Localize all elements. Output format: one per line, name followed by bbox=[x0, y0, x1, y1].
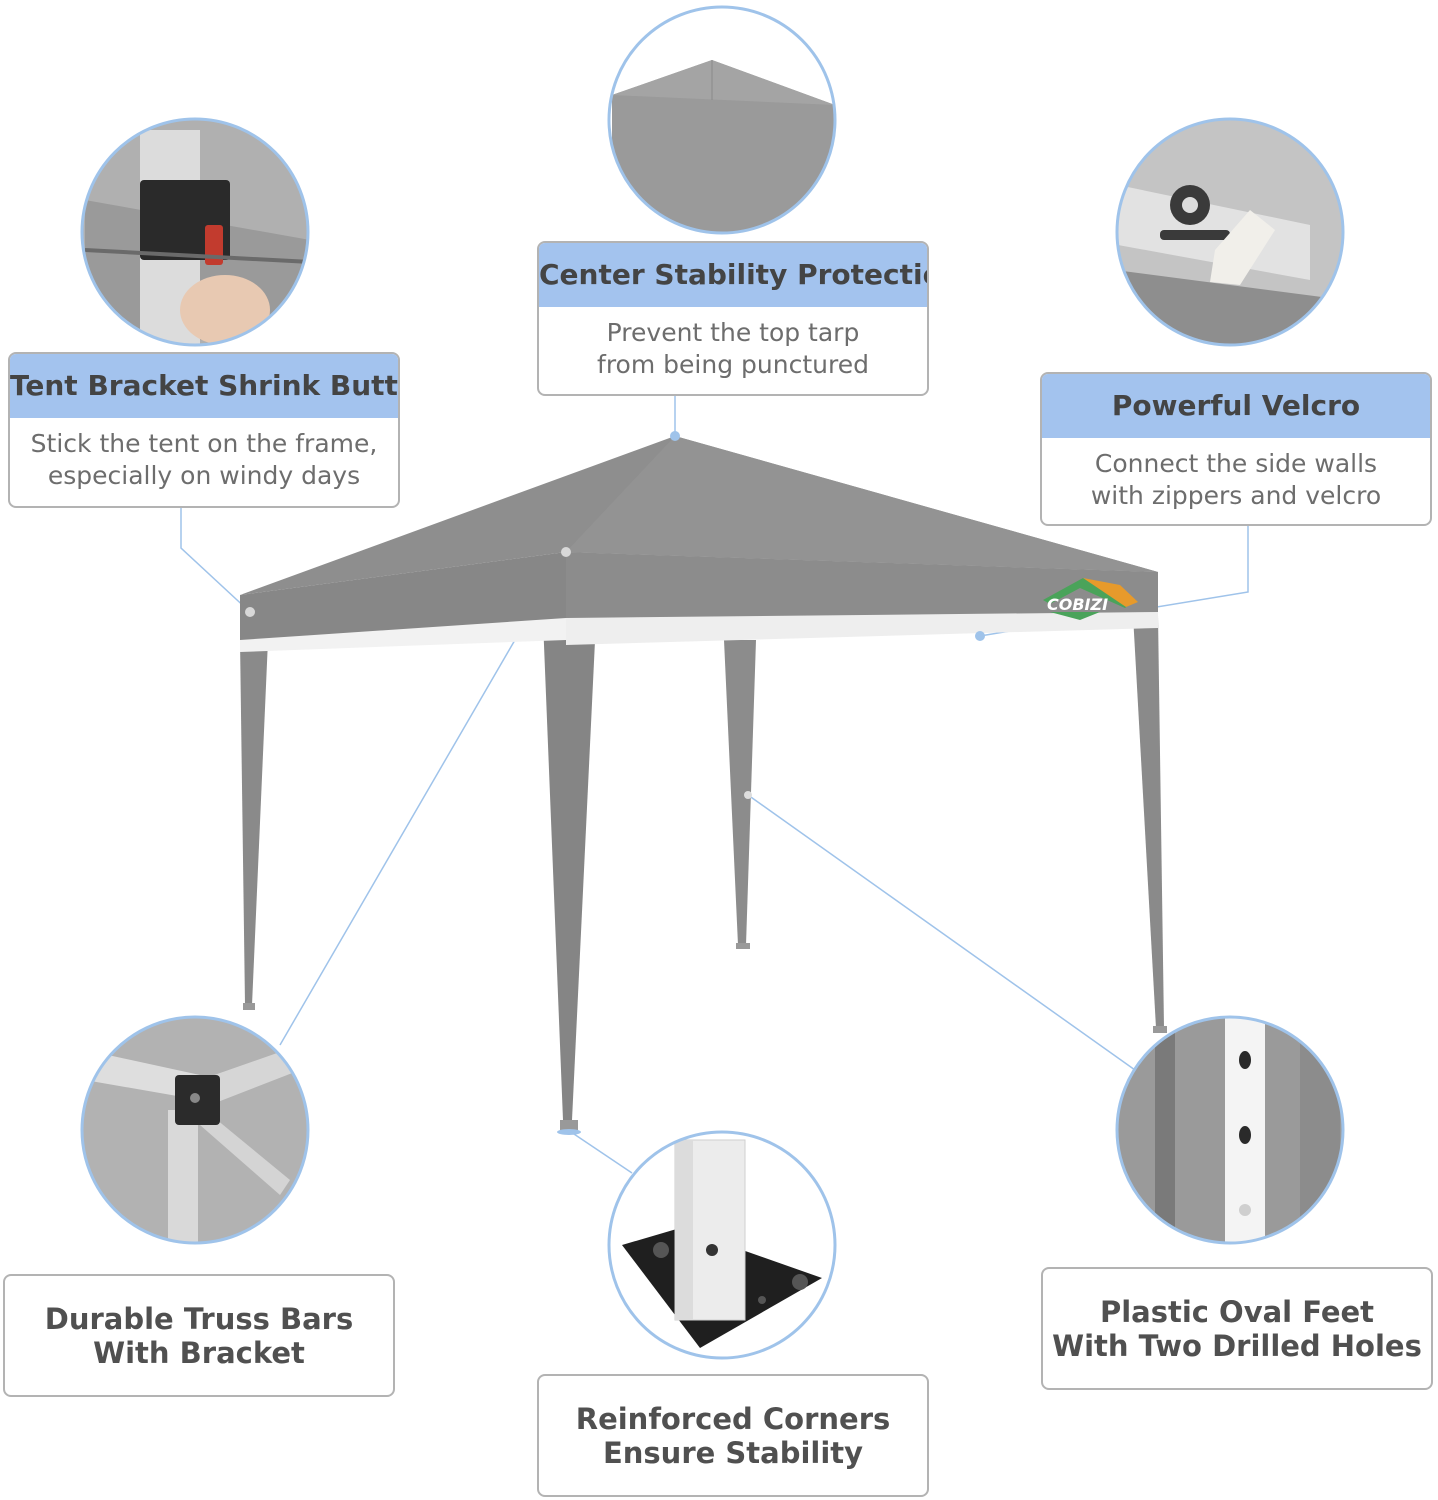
feature-label-line-1: Durable Truss Bars bbox=[44, 1301, 354, 1336]
feature-description-line-2: especially on windy days bbox=[47, 461, 361, 490]
leg-right bbox=[1133, 615, 1164, 1028]
leg-back-left bbox=[240, 640, 268, 1005]
feature-label-truss-bars: Durable Truss Bars With Bracket bbox=[3, 1274, 395, 1397]
brand-logo-text: COBIZI bbox=[1047, 595, 1108, 614]
feature-description-line-1: Stick the tent on the frame, bbox=[30, 429, 378, 458]
feature-title: Tent Bracket Shrink Button bbox=[10, 354, 398, 418]
feature-title: Powerful Velcro bbox=[1042, 374, 1430, 438]
feature-label-line-2: With Bracket bbox=[93, 1335, 305, 1370]
feature-card-center-stability: Center Stability Protection Prevent the … bbox=[537, 241, 929, 396]
canopy-tent bbox=[240, 431, 1167, 1135]
feature-label-line-1: Plastic Oval Feet bbox=[1099, 1294, 1375, 1329]
valance-front-left bbox=[240, 552, 566, 640]
detail-circle-corner-foot bbox=[609, 1132, 835, 1358]
detail-circle-top-tarp bbox=[609, 7, 835, 233]
feature-label-line-1: Reinforced Corners bbox=[575, 1401, 891, 1436]
valance-front-right bbox=[566, 552, 1158, 618]
feature-label-line-2: With Two Drilled Holes bbox=[1052, 1328, 1422, 1363]
feature-description-line-1: Prevent the top tarp bbox=[606, 318, 860, 347]
feature-label-line-2: Ensure Stability bbox=[602, 1435, 864, 1470]
feature-label-oval-feet: Plastic Oval Feet With Two Drilled Holes bbox=[1041, 1267, 1433, 1390]
feature-card-velcro: Powerful Velcro Connect the side walls w… bbox=[1040, 372, 1432, 526]
feature-label-corners: Reinforced Corners Ensure Stability bbox=[537, 1374, 929, 1497]
leg-front bbox=[543, 620, 596, 1120]
brand-logo: COBIZI bbox=[1043, 578, 1138, 620]
feature-card-tent-bracket: Tent Bracket Shrink Button Stick the ten… bbox=[8, 352, 400, 508]
feature-description-line-1: Connect the side walls bbox=[1094, 449, 1378, 478]
feature-title: Center Stability Protection bbox=[539, 243, 927, 307]
feature-description-line-2: from being punctured bbox=[597, 350, 869, 379]
detail-circle-bracket bbox=[82, 119, 308, 345]
feature-description-line-2: with zippers and velcro bbox=[1090, 481, 1382, 510]
detail-circle-leg-holes bbox=[1117, 1017, 1343, 1243]
detail-circle-truss bbox=[82, 1017, 308, 1243]
leg-back-mid bbox=[724, 640, 756, 945]
